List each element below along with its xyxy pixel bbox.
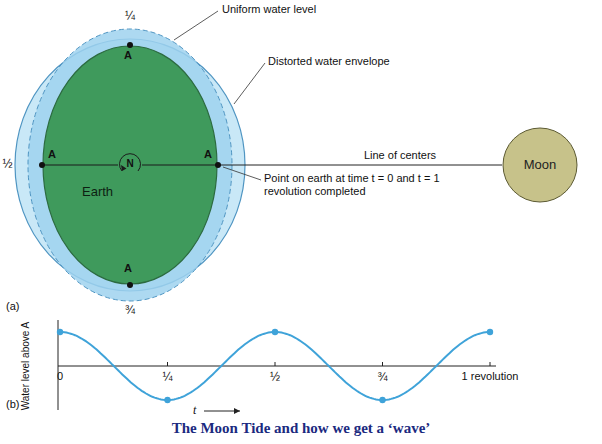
node-label: Moon [502,127,578,203]
rotation-arrow [120,154,141,171]
node-label: Earth [82,184,113,200]
label: 1 revolution [458,370,522,383]
label: Point on earth at time t = 0 and t = 1 r… [264,172,454,198]
label: ¼ [158,370,178,384]
point-a [215,162,221,168]
wave-point [379,397,385,403]
leader-line [234,63,265,104]
label: A [204,148,212,161]
moon-body [503,128,577,202]
label: A [124,262,132,275]
label: ¾ [373,370,393,384]
wave-points [57,329,493,403]
point-a [127,42,133,48]
label: ½ [2,157,13,171]
arrowhead [234,408,240,414]
diameter-line [42,165,118,166]
point-a [39,162,45,168]
connector [218,165,502,166]
label: Distorted water envelope [268,55,390,68]
label: t [193,403,196,417]
arrowhead [121,165,127,171]
label: (b) [6,398,19,411]
label: ¼ [120,9,140,23]
point-a [127,282,133,288]
diameter-line [142,165,218,166]
wave-point [164,397,170,403]
wave-point [272,329,278,335]
label: Uniform water level [222,3,316,16]
label: Water level above A [20,314,32,418]
label: A [48,148,56,161]
label: ¾ [120,303,140,317]
label: N [125,158,135,170]
label: ½ [265,370,285,384]
uniform-water-level [28,29,232,301]
leader-line [223,167,261,180]
wave-point [57,329,63,335]
x-axis [58,366,496,367]
moon-shape: Moon [502,127,578,203]
tide-wave [60,332,490,400]
distorted-envelope [15,39,245,291]
label: A [124,49,132,62]
caption: The Moon Tide and how we get a ‘wave’ [0,419,602,437]
connector-line [218,165,502,166]
leader-line [174,11,218,40]
earth-body [43,46,217,284]
label: (a) [6,300,19,313]
label: 0 [50,370,70,383]
wave-point [487,329,493,335]
edge-label: Line of centers [362,149,438,162]
